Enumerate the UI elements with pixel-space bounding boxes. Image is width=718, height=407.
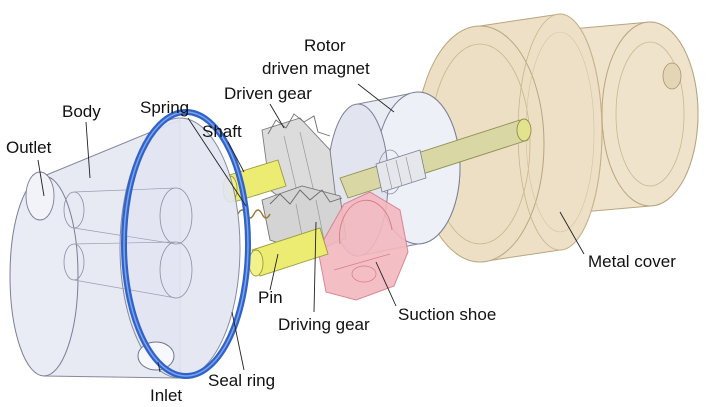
label-body: Body bbox=[62, 102, 101, 121]
pump-body bbox=[9, 117, 241, 379]
pin bbox=[248, 227, 329, 277]
label-rotor-line2: driven magnet bbox=[262, 59, 370, 78]
label-spring: Spring bbox=[140, 98, 189, 117]
label-seal-ring: Seal ring bbox=[208, 371, 275, 390]
label-driven-gear: Driven gear bbox=[224, 84, 312, 103]
seal-ring bbox=[121, 109, 251, 379]
long-shaft bbox=[339, 118, 532, 199]
leader-lines bbox=[37, 83, 585, 373]
label-suction-shoe: Suction shoe bbox=[398, 305, 496, 324]
label-rotor-line1: Rotor bbox=[304, 36, 346, 55]
suction-shoe bbox=[317, 191, 409, 301]
label-inlet: Inlet bbox=[150, 386, 182, 405]
label-shaft: Shaft bbox=[202, 122, 242, 141]
label-outlet: Outlet bbox=[6, 138, 52, 157]
metal-cover bbox=[415, 13, 699, 263]
label-pin: Pin bbox=[258, 288, 283, 307]
label-driving-gear: Driving gear bbox=[278, 315, 370, 334]
label-metal-cover: Metal cover bbox=[588, 252, 676, 271]
